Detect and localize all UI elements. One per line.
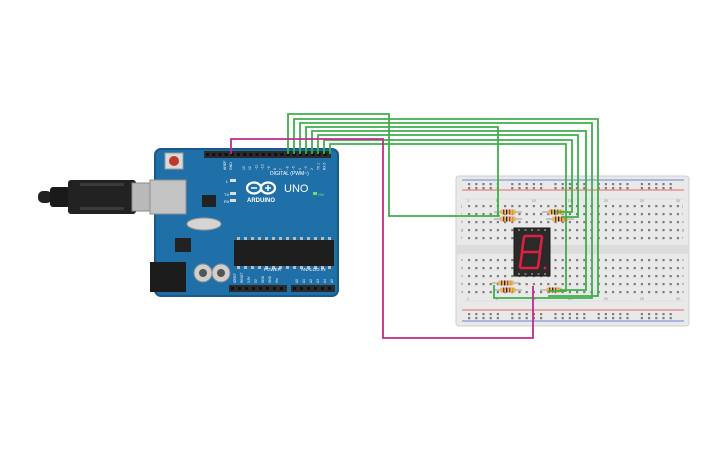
digital-pin-label: 12 <box>248 166 252 170</box>
digital-pin-label: RX 0 <box>323 163 327 170</box>
analog-pin-label: A0 <box>295 279 299 283</box>
breadboard-row-letter: b <box>461 281 464 286</box>
analog-pin-label: A3 <box>316 279 320 283</box>
segment-b <box>538 235 544 253</box>
wire-pin-4[interactable] <box>305 126 499 216</box>
power-pin-label: Vin <box>275 278 279 283</box>
breadboard-row-letter: j <box>681 203 683 208</box>
power-pin-label: RESET <box>240 272 244 283</box>
breadboard-row-letter: e <box>682 257 685 262</box>
digital-pin-label: TX 1 <box>316 163 320 170</box>
breadboard-row-letter: j <box>460 203 462 208</box>
resistor[interactable] <box>494 216 522 222</box>
power-pin-label: IOREF <box>233 273 237 283</box>
crystal-oscillator <box>186 217 222 231</box>
breadboard-row-letter: c <box>461 273 463 278</box>
breadboard-row-letter: d <box>682 265 684 270</box>
led-rx-label: RX <box>224 199 230 204</box>
reset-button[interactable] <box>164 152 184 170</box>
digital-pin-label: 4 <box>298 168 302 170</box>
arduino-logo-text: ARDUINO <box>247 198 275 204</box>
power-pin-label: GND <box>261 275 265 283</box>
breadboard-row-letter: e <box>461 257 464 262</box>
analog-pin-label: A4 <box>323 279 327 283</box>
digital-pin-label: 13 <box>242 166 246 170</box>
breadboard-column-number: 1 <box>467 297 469 301</box>
digital-label: DIGITAL (PWM~) <box>270 171 309 177</box>
digital-pin-label: ~10 <box>261 164 265 170</box>
breadboard-column-number: 30 <box>676 199 680 203</box>
power-pin-label: 3.3V <box>247 276 251 283</box>
aref-label: AREF <box>223 161 227 170</box>
power-pin-label: 5V <box>254 278 258 283</box>
gnd-label: GND <box>229 162 233 170</box>
led-tx-label: TX <box>224 192 229 197</box>
analog-pin-label: A2 <box>309 279 313 283</box>
segment-e <box>518 251 524 269</box>
digital-pin-label: ~9 <box>267 166 271 170</box>
seven-segment-display[interactable] <box>513 227 551 277</box>
analog-pin-label: A1 <box>302 279 306 283</box>
analog-header <box>291 285 335 292</box>
segment-c <box>536 251 542 269</box>
digital-pin-label: ~11 <box>254 164 258 170</box>
breadboard-row-letter: h <box>461 219 463 224</box>
breadboard-column-number: 15 <box>568 199 572 203</box>
power-label: POWER <box>264 267 282 272</box>
breadboard-row-letter: i <box>461 211 462 216</box>
digital-pin-label: ~5 <box>292 166 296 170</box>
digital-header <box>204 151 331 158</box>
breadboard-column-number: 30 <box>676 297 680 301</box>
wire-pin-6[interactable] <box>293 118 599 297</box>
breadboard-column-number: 15 <box>568 297 572 301</box>
resistor[interactable] <box>494 287 522 293</box>
breadboard-column-number: 10 <box>532 199 536 203</box>
breadboard-row-letter: b <box>682 281 685 286</box>
breadboard-row-letter: f <box>461 235 463 240</box>
breadboard-column-number: 20 <box>604 297 608 301</box>
wire-pin-5[interactable] <box>299 122 593 299</box>
usb-cable[interactable] <box>38 180 159 214</box>
breadboard-column-number: 5 <box>496 199 498 203</box>
led-l-label: L <box>226 179 229 184</box>
breadboard-row-letter: g <box>682 227 684 232</box>
analog-pin-label: A5 <box>330 279 334 283</box>
wire-pin-0[interactable] <box>329 143 567 292</box>
wires[interactable] <box>230 113 599 339</box>
microcontroller-chip <box>234 240 334 266</box>
wire-gnd[interactable] <box>230 138 534 339</box>
resistor[interactable] <box>492 280 520 286</box>
analog-label: ANALOG IN <box>301 267 326 272</box>
breadboard-row-letter: a <box>461 289 464 294</box>
segment-f <box>520 235 526 253</box>
breadboard-row-letter: a <box>682 289 685 294</box>
arduino-model: UNO <box>284 183 309 195</box>
breadboard-row-letter: g <box>461 227 463 232</box>
breadboard-column-number: 5 <box>496 297 498 301</box>
digital-pin-label: 7 <box>279 168 283 170</box>
arduino-logo-icon <box>245 181 277 195</box>
digital-pin-label: 2 <box>310 168 314 170</box>
power-pin-label: GND <box>268 275 272 283</box>
breadboard-column-number: 20 <box>604 199 608 203</box>
breadboard-row-letter: f <box>682 235 684 240</box>
digital-pin-label: 8 <box>273 168 277 170</box>
digital-pin-label: ~6 <box>285 166 289 170</box>
breadboard-row-letter: d <box>461 265 463 270</box>
on-label: ON <box>318 192 324 197</box>
breadboard-row-letter: c <box>682 273 684 278</box>
breadboard-column-number: 1 <box>467 199 469 203</box>
breadboard-column-number: 25 <box>640 199 644 203</box>
breadboard-row-letter: h <box>682 219 684 224</box>
digital-pin-label: ~3 <box>304 166 308 170</box>
resistor[interactable] <box>546 216 574 222</box>
wire-pin-2[interactable] <box>317 134 579 218</box>
breadboard-column-number: 25 <box>640 297 644 301</box>
breadboard-row-letter: i <box>682 211 683 216</box>
wire-pin-7[interactable] <box>287 113 500 217</box>
power-header <box>229 285 287 292</box>
